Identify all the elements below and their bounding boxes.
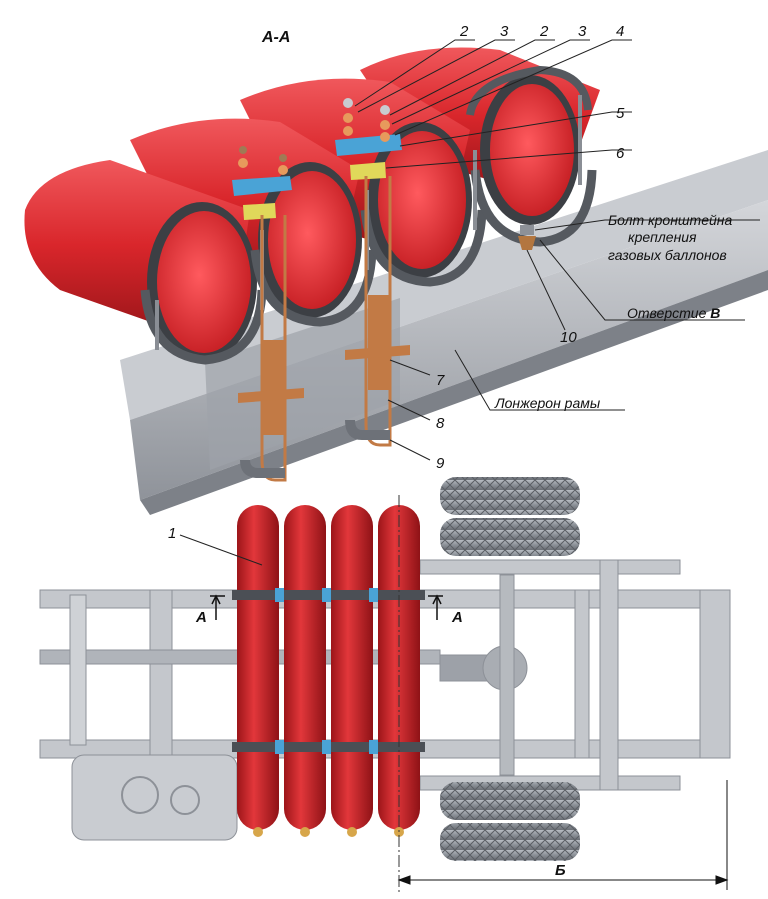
gas-cylinder [331,505,373,830]
dimension-b [397,780,729,890]
callout-7: 7 [436,372,445,389]
callout-1: 1 [168,525,176,542]
callout-2: 2 [459,23,469,40]
bracket-7-right [368,295,390,390]
bracket-7-left [262,340,284,435]
wheel [440,518,580,556]
wheel [440,477,580,515]
gas-cylinders-plan [232,505,425,837]
bolt-caption-line3: газовых баллонов [608,247,727,263]
plan-view: А А 1 Б [39,477,731,895]
gas-cylinder [24,160,257,362]
bolt-caption-line2: крепления [628,229,697,245]
bracket-bolt-10 [518,225,536,250]
rear-wheels [440,477,580,861]
callout-6: 6 [616,145,625,162]
hole-caption-prefix: Отверстие [627,305,710,321]
upper-brackets [232,98,536,482]
gas-cylinder [360,47,600,225]
fuel-tank [71,754,238,841]
callout-3: 3 [500,23,509,40]
section-aa-view: А-А 2 3 2 3 4 5 6 7 8 9 10 [24,23,768,515]
wheel [440,823,580,861]
section-title: А-А [261,29,290,46]
frame-rail-caption: Лонжерон рамы [494,395,601,411]
callout-2: 2 [539,23,549,40]
callout-3: 3 [578,23,587,40]
section-mark-left: А [195,609,207,626]
spacer-6-right [350,162,386,180]
plate-5-left [232,176,292,196]
cylinder-valves [253,827,404,837]
clamp-bands-plan [232,588,425,754]
spacer-6-left [243,203,276,220]
callout-5: 5 [616,105,625,122]
wheel [440,782,580,820]
gas-cylinder [284,505,326,830]
dimension-label: Б [555,862,566,879]
hole-caption-letter: В [710,305,720,321]
callout-9: 9 [436,455,445,472]
section-mark-right: А [451,609,463,626]
section-marks [210,594,443,620]
callout-10: 10 [560,329,577,346]
leader-lines [354,39,760,461]
callout-8: 8 [436,415,445,432]
callout-4: 4 [616,23,624,40]
gas-cylinder [237,505,279,830]
bolt-caption-line1: Болт кронштейна [608,212,732,228]
hole-caption: Отверстие В [627,305,720,321]
